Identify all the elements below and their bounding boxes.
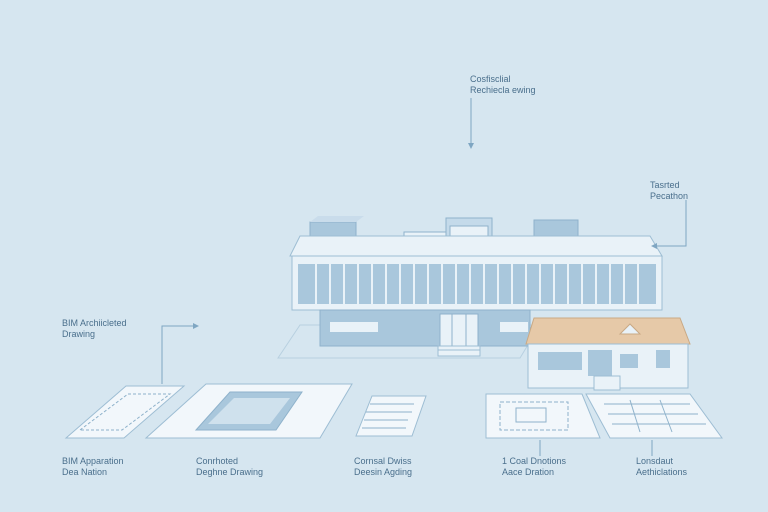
callout-left: BIM Archiicleted Drawing [62,318,127,340]
bottom-label-5: Lonsdaut Aethiclations [636,456,687,478]
sheet-4 [485,393,601,439]
connector-lines [161,98,687,456]
callout-right: Tasrted Pecathon [650,180,688,202]
sheet-5 [585,393,723,439]
main-building [289,216,663,357]
bottom-label-3: Cornsal Dwiss Deesin Agding [354,456,412,478]
bottom-label-2-line1: Conrhoted [196,456,239,466]
bottom-label-1-line1: BIM Apparation [62,456,124,466]
bottom-label-2: Conrhoted Deghne Drawing [196,456,263,478]
callout-top-line2: Rechiecla ewing [470,85,536,95]
bottom-label-5-line1: Lonsdaut [636,456,674,466]
bottom-label-3-line1: Cornsal Dwiss [354,456,412,466]
callout-left-line2: Drawing [62,329,96,339]
bottom-label-4-line2: Aace Dration [502,467,555,477]
callout-top: Cosfisclial Rechiecla ewing [470,74,536,96]
callout-top-line1: Cosfisclial [470,74,511,84]
annex-house [525,317,691,391]
bottom-label-1-line2: Dea Nation [62,467,108,477]
bottom-label-4-line1: 1 Coal Dnotions [502,456,567,466]
sheet-2 [144,383,353,439]
bottom-label-2-line2: Deghne Drawing [196,467,264,477]
drawing-sheets [64,383,723,439]
sheet-1 [64,385,186,439]
callout-left-line1: BIM Archiicleted [62,318,127,328]
bottom-label-3-line2: Deesin Agding [354,467,413,477]
bottom-label-4: 1 Coal Dnotions Aace Dration [502,456,566,478]
bottom-label-1: BIM Apparation Dea Nation [62,456,124,478]
callout-right-line2: Pecathon [650,191,689,201]
callout-right-line1: Tasrted [650,180,680,190]
sheet-3 [355,395,427,437]
bottom-label-5-line2: Aethiclations [636,467,688,477]
